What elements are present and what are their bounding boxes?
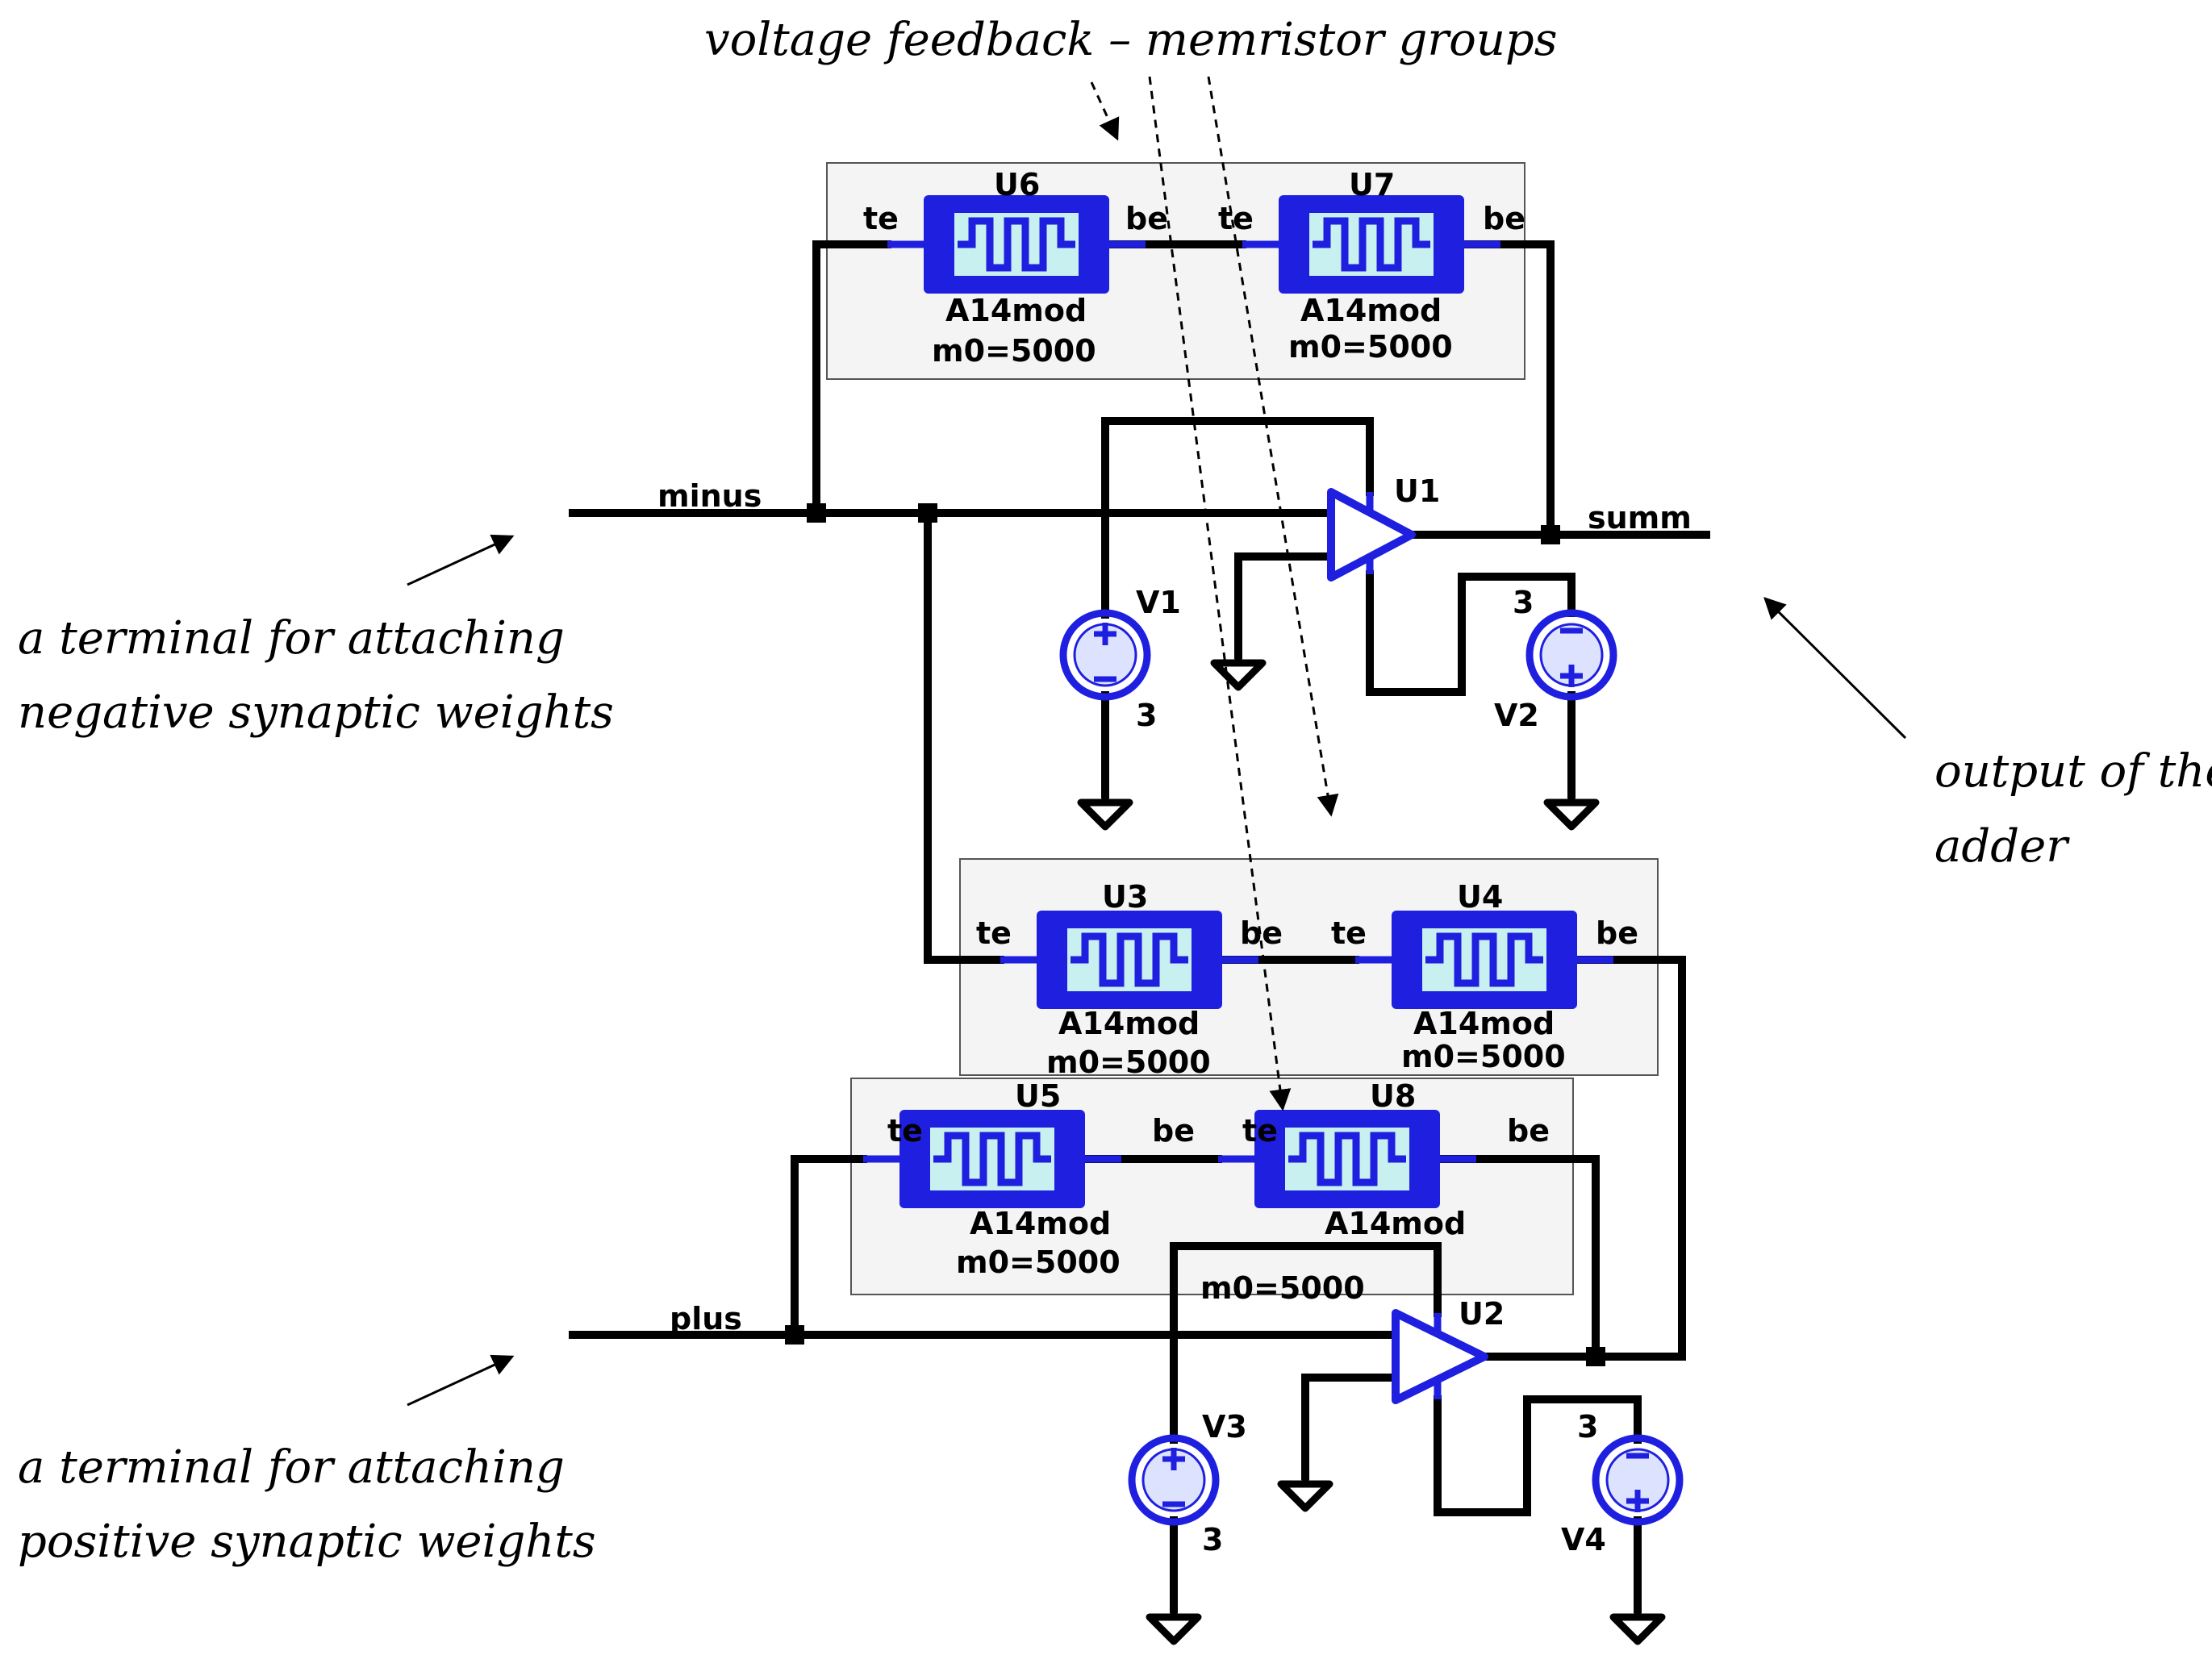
ref-label-v2: V2 (1494, 698, 1539, 733)
ref-label-v4: V4 (1561, 1522, 1606, 1557)
ref-label-v1: V1 (1136, 585, 1181, 620)
opamp-u1 (1327, 488, 1416, 582)
ref-label-u6: U6 (994, 167, 1040, 202)
ref-label-u5: U5 (1015, 1078, 1061, 1114)
param-label-u6: m0=5000 (932, 333, 1096, 369)
opamp-u2 (1392, 1309, 1488, 1404)
value-label-v1: 3 (1136, 698, 1157, 733)
value-label-v2: 3 (1513, 585, 1534, 620)
param-label-u8: m0=5000 (1200, 1270, 1365, 1306)
ref-label-u7: U7 (1349, 167, 1395, 202)
wire-u5-left (791, 1155, 867, 1339)
ref-label-u8: U8 (1370, 1078, 1416, 1114)
memristor-u8 (1218, 1110, 1476, 1208)
vsource-v2 (1530, 613, 1613, 697)
ref-label-u4: U4 (1457, 879, 1503, 915)
pin-be-u4: be (1596, 915, 1638, 951)
annotation-arrows (407, 76, 1907, 1407)
memristor-u5 (863, 1110, 1121, 1208)
annotation-positive-line2: positive synaptic weights (18, 1515, 596, 1568)
pin-te-u8: te (1242, 1113, 1278, 1149)
ref-label-u2: U2 (1459, 1296, 1505, 1332)
model-label-u3: A14mod (1058, 1006, 1200, 1041)
wire-u2-v4 (1434, 1395, 1642, 1516)
ref-label-u1: U1 (1394, 473, 1440, 509)
pin-te-u7: te (1218, 201, 1254, 236)
wire-u1-v2 (1366, 570, 1576, 696)
annotation-feedback-title: voltage feedback – memristor groups (704, 14, 1557, 66)
pin-te-u6: te (863, 201, 899, 236)
wire-u8-right (1436, 1155, 1600, 1361)
vsource-v3 (1132, 1438, 1216, 1522)
memristor-u7 (1242, 195, 1500, 294)
model-label-u4: A14mod (1413, 1006, 1555, 1041)
net-label-summ: summ (1588, 500, 1692, 536)
memristor-u4 (1355, 911, 1613, 1009)
wire-u6-left (812, 240, 891, 517)
value-label-v3: 3 (1202, 1522, 1223, 1557)
param-label-u5: m0=5000 (956, 1244, 1121, 1280)
vsource-v1 (1063, 613, 1147, 697)
param-label-u3: m0=5000 (1046, 1044, 1211, 1080)
pin-be-u7: be (1483, 201, 1525, 236)
pin-te-u5: te (887, 1113, 923, 1149)
annotation-output-line1: output of the (1934, 745, 2212, 798)
model-label-u8: A14mod (1325, 1206, 1466, 1241)
pin-be-u8: be (1507, 1113, 1550, 1149)
wire-u3-left (924, 509, 1004, 964)
memristor-u3 (1000, 911, 1258, 1009)
value-label-v4: 3 (1577, 1409, 1598, 1445)
vsource-v4 (1596, 1438, 1680, 1522)
ref-label-u3: U3 (1102, 879, 1148, 915)
memristor-u6 (887, 195, 1146, 294)
ref-label-v3: V3 (1202, 1409, 1247, 1445)
wire-u1-plus-gnd (1234, 552, 1335, 659)
pin-te-u4: te (1331, 915, 1367, 951)
pin-te-u3: te (976, 915, 1012, 951)
wire-v1-top (1101, 417, 1374, 619)
model-label-u5: A14mod (970, 1206, 1111, 1241)
wire-v3-top (1170, 1242, 1442, 1444)
param-label-u7: m0=5000 (1288, 329, 1453, 365)
pin-be-u5: be (1152, 1113, 1195, 1149)
annotation-negative-line2: negative synaptic weights (18, 686, 614, 739)
annotation-output-line2: adder (1934, 820, 2070, 873)
net-label-minus: minus (657, 478, 762, 514)
annotation-positive-line1: a terminal for attaching (18, 1441, 565, 1494)
wire-u4-right (1480, 956, 1686, 1361)
pin-be-u6: be (1125, 201, 1168, 236)
junctions (785, 503, 1605, 1366)
net-label-plus: plus (670, 1301, 742, 1336)
wire-u2-plus-gnd (1301, 1374, 1400, 1480)
model-label-u6: A14mod (945, 293, 1087, 328)
param-label-u4: m0=5000 (1401, 1039, 1566, 1074)
annotation-negative-line1: a terminal for attaching (18, 612, 565, 665)
model-label-u7: A14mod (1300, 293, 1442, 328)
